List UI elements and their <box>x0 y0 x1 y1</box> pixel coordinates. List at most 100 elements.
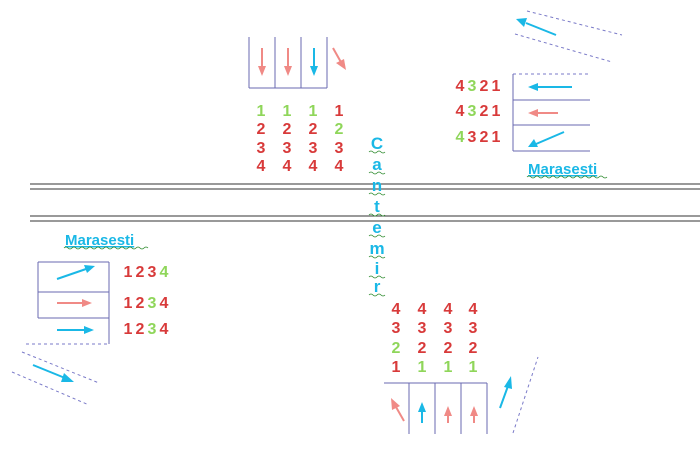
phase-number: 1 <box>469 359 478 376</box>
street-letter: i <box>375 259 380 278</box>
phase-number: 4 <box>392 301 401 318</box>
phase-number: 2 <box>136 295 145 312</box>
phase-number: 2 <box>480 129 489 146</box>
spellcheck-underline <box>368 234 386 238</box>
west-approach <box>11 261 110 406</box>
phase-number: 4 <box>456 129 465 146</box>
phase-number: 1 <box>492 103 501 120</box>
spellcheck-underline <box>368 293 386 297</box>
phase-number: 4 <box>160 295 169 312</box>
south-col-3: 4 3 2 1 <box>444 301 453 376</box>
west-row-1: 1 2 3 4 <box>124 264 169 281</box>
spellcheck-underline <box>368 275 386 279</box>
phase-number: 1 <box>444 359 453 376</box>
east-row-2: 4 3 2 1 <box>456 103 501 120</box>
phase-number: 2 <box>418 340 427 357</box>
south-col-2: 4 3 2 1 <box>418 301 427 376</box>
phase-number: 2 <box>283 121 292 138</box>
east-lane-3-arrow <box>528 131 565 147</box>
south-phase-numbers: 4 3 2 1 4 3 2 1 4 3 2 1 4 3 2 1 <box>392 301 478 376</box>
street-letter: t <box>374 197 380 216</box>
phase-number: 1 <box>283 103 292 120</box>
phase-number: 1 <box>335 103 344 120</box>
street-letter: a <box>372 155 382 174</box>
phase-number: 4 <box>309 158 318 175</box>
phase-number: 2 <box>257 121 266 138</box>
phase-number: 2 <box>469 340 478 357</box>
phase-number: 2 <box>480 78 489 95</box>
east-phase-numbers: 4 3 2 1 4 3 2 1 4 3 2 1 <box>456 78 501 146</box>
south-lane-4-arrow <box>470 406 478 423</box>
phase-number: 1 <box>492 129 501 146</box>
phase-number: 2 <box>444 340 453 357</box>
east-exit-arrow <box>516 18 557 36</box>
street-letter: m <box>369 239 384 258</box>
phase-number: 1 <box>492 78 501 95</box>
phase-number: 4 <box>335 158 344 175</box>
phase-number: 2 <box>392 340 401 357</box>
spellcheck-underline <box>526 175 608 179</box>
south-col-1: 4 3 2 1 <box>392 301 401 376</box>
west-lane-3-arrow <box>57 326 94 334</box>
spellcheck-underline <box>368 171 386 175</box>
east-row-3: 4 3 2 1 <box>456 129 501 146</box>
north-col-3: 1 2 3 4 <box>309 103 318 175</box>
phase-number: 1 <box>309 103 318 120</box>
north-phase-numbers: 1 2 3 4 1 2 3 4 1 2 3 4 1 2 3 4 <box>257 103 344 175</box>
phase-number: 1 <box>124 264 133 281</box>
street-letter: C <box>371 134 383 153</box>
spellcheck-underline <box>368 150 386 154</box>
north-lane-3-arrow <box>310 48 318 76</box>
phase-number: 4 <box>469 301 478 318</box>
phase-number: 3 <box>257 140 266 157</box>
phase-number: 3 <box>469 320 478 337</box>
phase-number: 3 <box>468 78 477 95</box>
phase-number: 2 <box>136 264 145 281</box>
north-col-2: 1 2 3 4 <box>283 103 292 175</box>
west-exit-arrow <box>32 364 74 382</box>
phase-number: 4 <box>160 321 169 338</box>
phase-number: 2 <box>136 321 145 338</box>
spellcheck-underline <box>63 246 149 250</box>
south-exit-arrow <box>499 376 512 409</box>
phase-number: 4 <box>418 301 427 318</box>
east-lane-1-arrow <box>528 83 572 91</box>
phase-number: 3 <box>468 103 477 120</box>
phase-number: 3 <box>148 295 157 312</box>
west-lane-2-arrow <box>57 299 92 307</box>
south-lane-1-arrow <box>391 398 405 422</box>
phase-number: 3 <box>468 129 477 146</box>
phase-number: 3 <box>335 140 344 157</box>
south-approach <box>384 356 539 434</box>
north-approach <box>248 37 346 89</box>
phase-number: 3 <box>148 321 157 338</box>
street-letter: e <box>372 218 381 237</box>
west-row-2: 1 2 3 4 <box>124 295 169 312</box>
phase-number: 3 <box>283 140 292 157</box>
spellcheck-underline <box>368 192 386 196</box>
phase-number: 2 <box>309 121 318 138</box>
phase-number: 3 <box>392 320 401 337</box>
phase-number: 4 <box>257 158 266 175</box>
main-road <box>30 183 700 222</box>
north-lane-4-arrow <box>332 47 346 70</box>
north-col-4: 1 2 3 4 <box>335 103 344 175</box>
street-letter: n <box>372 176 382 195</box>
phase-number: 3 <box>418 320 427 337</box>
phase-number: 2 <box>480 103 489 120</box>
south-lane-3-arrow <box>444 406 452 423</box>
phase-number: 3 <box>309 140 318 157</box>
phase-number: 4 <box>456 103 465 120</box>
phase-number: 1 <box>392 359 401 376</box>
west-phase-numbers: 1 2 3 4 1 2 3 4 1 2 3 4 <box>124 264 169 338</box>
east-row-1: 4 3 2 1 <box>456 78 501 95</box>
spellcheck-underline <box>368 255 386 259</box>
phase-number: 4 <box>283 158 292 175</box>
north-lane-1-arrow <box>258 48 266 76</box>
east-approach <box>512 10 623 152</box>
south-col-4: 4 3 2 1 <box>469 301 478 376</box>
street-name-cantemir: C a n t e m i r <box>368 134 386 297</box>
phase-number: 1 <box>257 103 266 120</box>
north-lane-2-arrow <box>284 48 292 76</box>
